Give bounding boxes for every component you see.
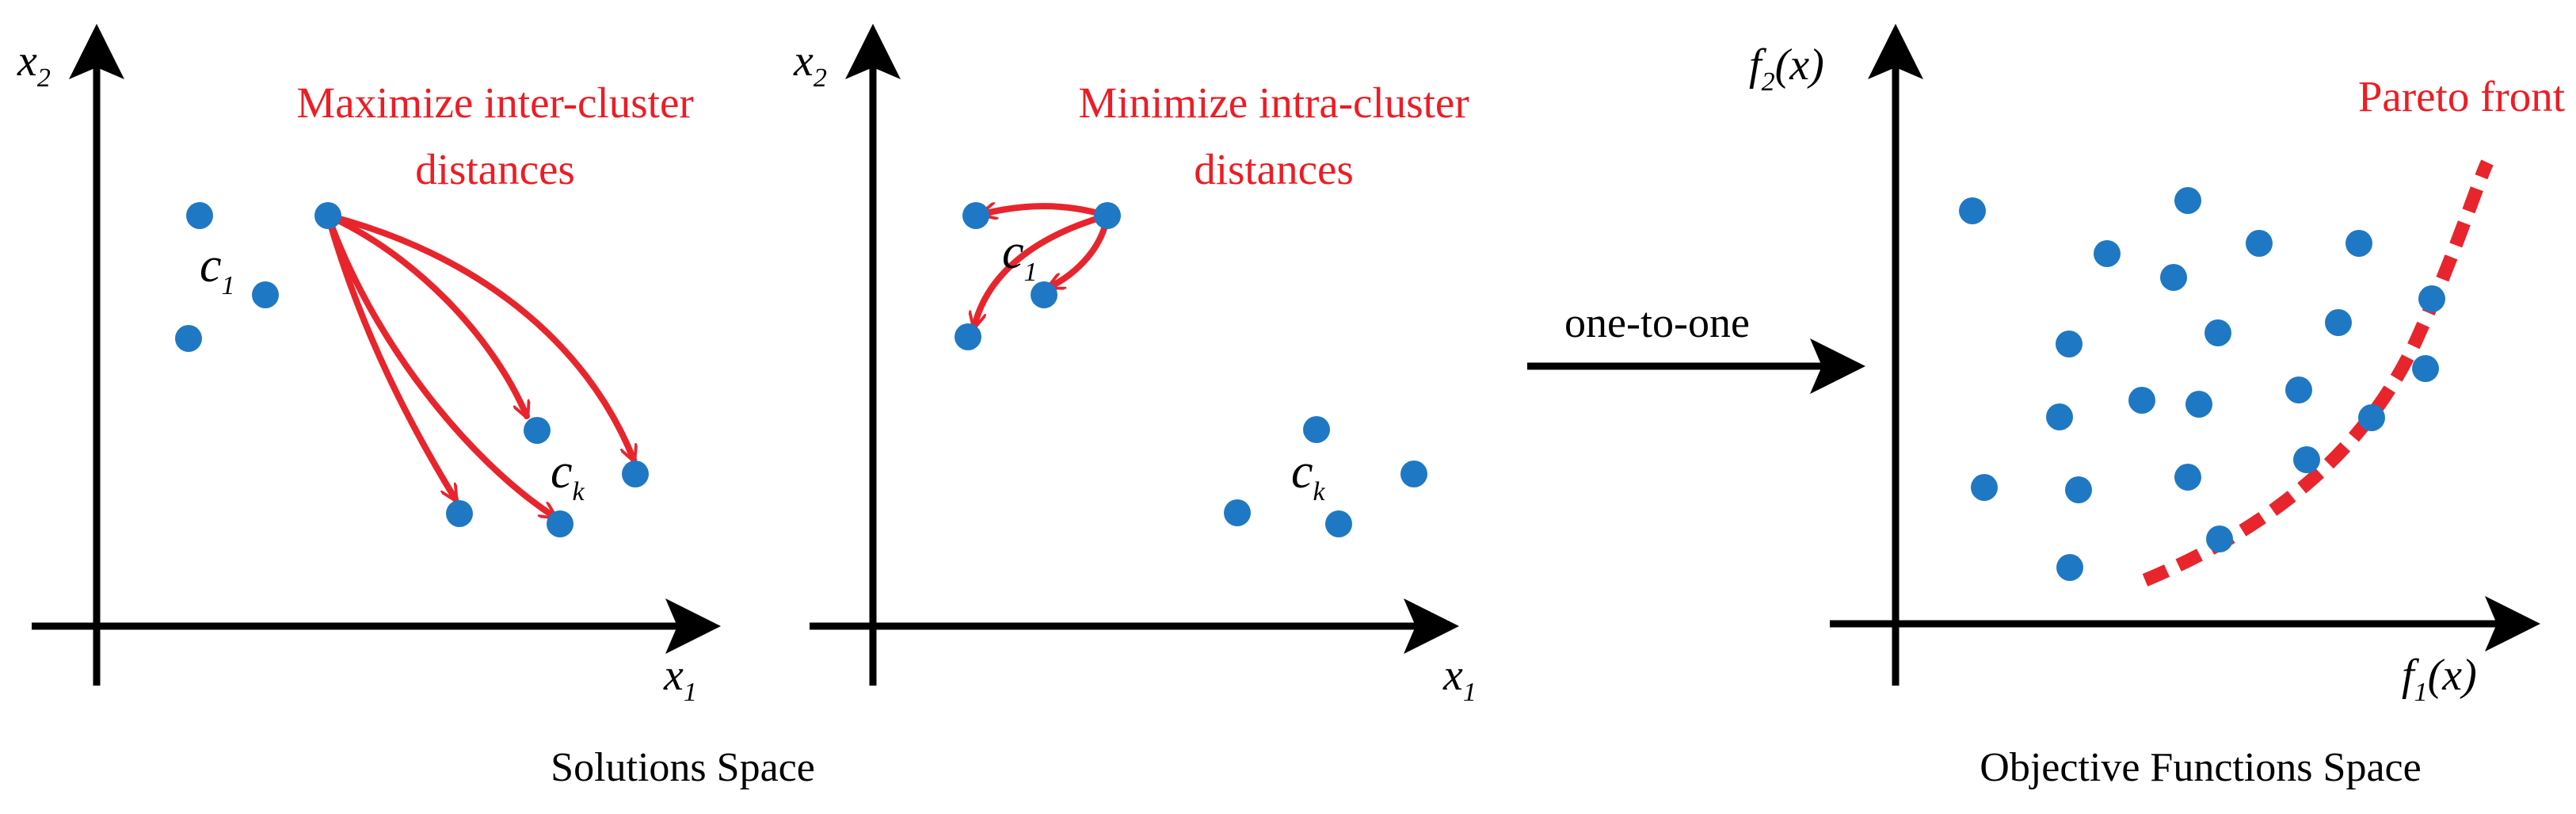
intra-point: [1325, 510, 1352, 537]
inter-point: [186, 202, 213, 229]
intra-point: [1094, 202, 1121, 229]
inter-point: [446, 500, 473, 527]
objective-x-axis: [1830, 596, 2540, 652]
intra-title-line2: distances: [1194, 145, 1354, 193]
objective-point: [2046, 403, 2073, 430]
objective-point: [2325, 309, 2352, 336]
objective-point: [2206, 525, 2233, 552]
inter-title-line2: distances: [415, 145, 575, 193]
objective-point: [2056, 331, 2083, 357]
intra-y-axis: [845, 24, 901, 686]
objective-point: [1959, 197, 1986, 224]
objective-points: [1959, 187, 2445, 581]
intra-arrow-1: [982, 206, 1111, 216]
objective-point: [2358, 404, 2385, 431]
objective-point: [2285, 376, 2312, 403]
objective-y-axis: [1868, 24, 1923, 686]
objective-x-axis-label: f1(x): [2402, 651, 2477, 707]
objective-point: [2094, 240, 2121, 267]
intra-x-axis-label: x1: [1442, 651, 1477, 707]
inter-arrow-1: [325, 212, 459, 499]
pareto-front-label: Pareto front: [2358, 72, 2565, 120]
intra-point: [1224, 499, 1251, 526]
inter-x-axis: [32, 598, 721, 654]
inter-y-axis-label: x2: [17, 36, 51, 93]
solutions-space-caption: Solutions Space: [551, 745, 815, 790]
inter-cluster-panel: x1 x2 Maximize inter-cluster distances c…: [17, 24, 721, 707]
intra-y-axis-label: x2: [793, 36, 827, 93]
objective-point: [2185, 391, 2212, 418]
objective-point: [1971, 474, 1998, 501]
objective-point: [2418, 285, 2445, 312]
inter-clusterk-label: ck: [551, 445, 585, 506]
intra-points: [955, 202, 1427, 537]
objective-point: [2065, 476, 2092, 503]
pareto-front-curve: [2142, 159, 2494, 587]
intra-point: [955, 323, 981, 350]
objective-space-caption: Objective Functions Space: [1980, 745, 2421, 790]
intra-point: [1303, 416, 1330, 443]
inter-point: [622, 461, 649, 487]
objective-point: [2128, 387, 2155, 414]
inter-arrow-2: [325, 212, 554, 517]
intra-clusterk-label: ck: [1291, 445, 1326, 506]
inter-x-axis-label: x1: [663, 651, 697, 707]
objective-panel: f1(x) f2(x) Pareto front: [1749, 24, 2565, 707]
intra-cluster1-label: c1: [1002, 225, 1038, 287]
intra-arrows: [974, 206, 1111, 327]
inter-point: [175, 325, 202, 352]
objective-point: [2293, 446, 2320, 473]
inter-arrows: [325, 212, 634, 517]
intra-cluster-panel: x1 x2 Minimize intra-cluster distances c…: [793, 24, 1477, 707]
objective-point: [2345, 230, 2372, 257]
inter-points: [175, 202, 649, 537]
inter-title-line1: Maximize inter-cluster: [296, 78, 693, 127]
inter-point: [547, 510, 574, 537]
intra-arrow-3: [974, 212, 1111, 327]
inter-arrow-3: [325, 212, 527, 416]
objective-point: [2246, 230, 2273, 257]
objective-point: [2204, 319, 2231, 346]
mapping-arrow: [1527, 338, 1865, 394]
mapping-label: one-to-one: [1564, 299, 1750, 346]
objective-y-axis-label: f2(x): [1749, 40, 1824, 97]
objective-point: [2174, 187, 2201, 214]
objective-point: [2174, 464, 2201, 491]
inter-y-axis: [69, 24, 124, 686]
intra-point: [1400, 461, 1427, 487]
intra-point: [962, 202, 989, 229]
objective-point: [2160, 264, 2187, 291]
inter-point: [252, 281, 279, 308]
intra-title-line1: Minimize intra-cluster: [1078, 78, 1469, 127]
inter-point: [314, 202, 341, 229]
inter-arrow-4: [325, 212, 634, 460]
inter-point: [524, 417, 551, 444]
inter-cluster1-label: c1: [200, 239, 235, 300]
intra-x-axis: [810, 598, 1459, 654]
objective-point: [2056, 554, 2083, 581]
objective-point: [2412, 355, 2439, 382]
intra-point: [1031, 281, 1057, 308]
